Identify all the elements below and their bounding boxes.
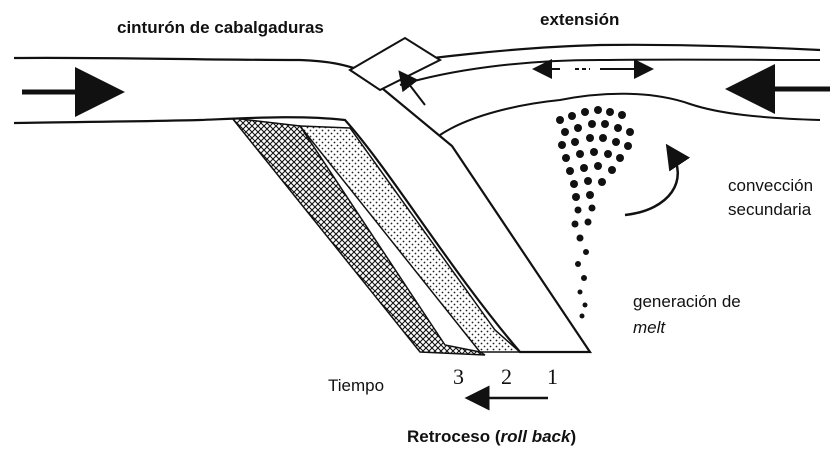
slab-stage-1-label: 1: [547, 364, 558, 390]
rollback-suffix: ): [570, 427, 576, 446]
melt-generation-label-2: melt: [633, 318, 665, 338]
rollback-term: roll back: [501, 427, 571, 446]
curved-arrow-icon: [625, 150, 678, 215]
secondary-convection-label-1: convección: [728, 176, 813, 196]
secondary-convection-label-2: secundaria: [728, 200, 811, 220]
slab-stage-2-label: 2: [501, 364, 512, 390]
melt-plume: [556, 106, 634, 319]
thrust-belt-label: cinturón de cabalgaduras: [117, 18, 324, 38]
time-label: Tiempo: [328, 376, 384, 396]
rollback-label: Retroceso (roll back): [407, 427, 576, 447]
rollback-prefix: Retroceso (: [407, 427, 501, 446]
melt-generation-label-1: generación de: [633, 292, 741, 312]
extension-label: extensión: [540, 10, 619, 30]
slab-stage-3-label: 3: [453, 364, 464, 390]
overriding-plate-base: [400, 60, 820, 85]
